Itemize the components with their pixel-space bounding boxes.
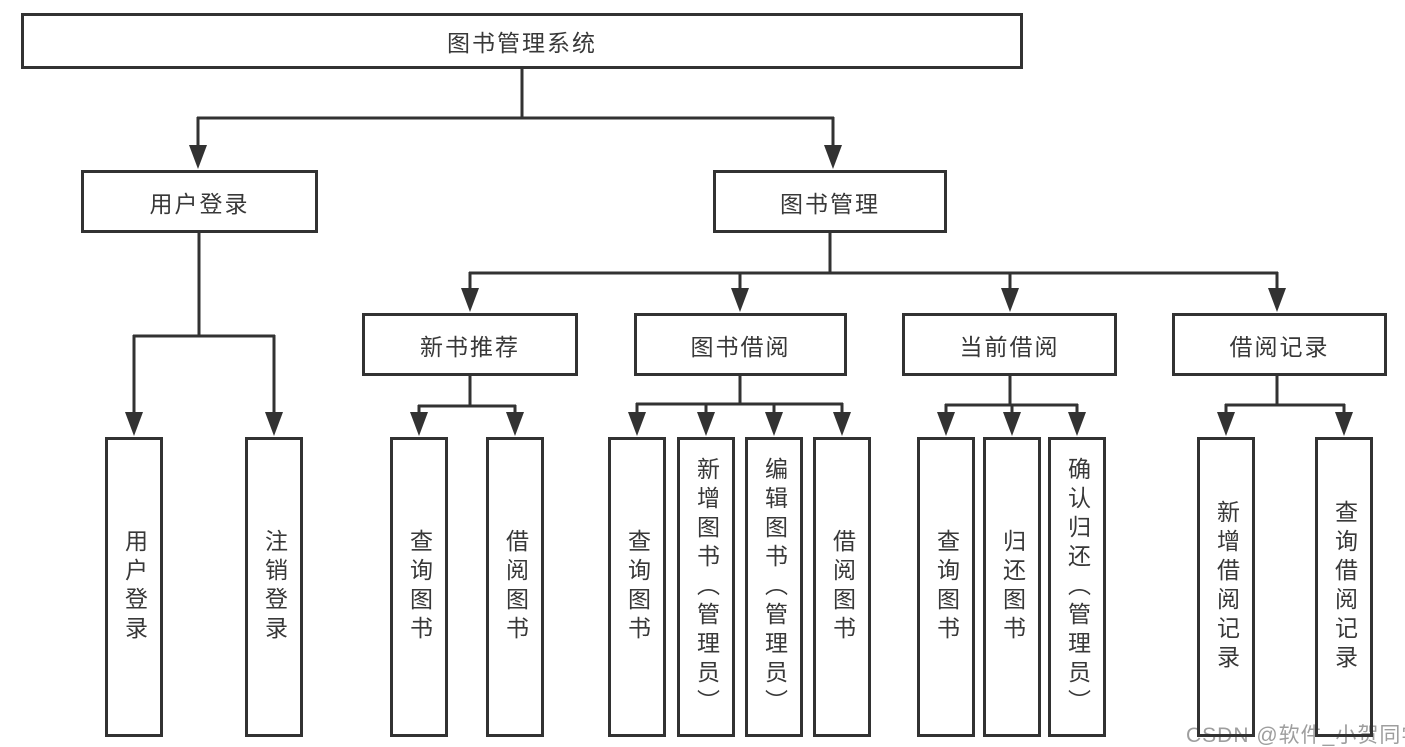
- leaf-user-login: 用户登录: [105, 437, 163, 737]
- leaf-edit-book-admin-label: 编辑图书（管理员）: [761, 456, 788, 718]
- connector-current-borrow-to-leaves: [937, 376, 1086, 436]
- leaf-borrow-books-2-label: 借阅图书: [829, 529, 856, 645]
- leaf-borrow-books-2: 借阅图书: [813, 437, 871, 737]
- node-user-login-label: 用户登录: [149, 190, 250, 217]
- node-current-borrow: 当前借阅: [902, 313, 1117, 376]
- connector-book-borrow-to-leaves: [628, 376, 851, 436]
- leaf-logout: 注销登录: [245, 437, 303, 737]
- node-book-mgmt-label: 图书管理: [780, 190, 880, 217]
- connector-new-books-to-leaves: [410, 376, 524, 436]
- node-new-books-label: 新书推荐: [420, 333, 520, 360]
- node-borrow-records: 借阅记录: [1172, 313, 1387, 376]
- leaf-return-book-label: 归还图书: [999, 529, 1026, 645]
- leaf-query-books-2-label: 查询图书: [624, 529, 651, 645]
- leaf-return-book: 归还图书: [983, 437, 1041, 737]
- leaf-add-book-admin-label: 新增图书（管理员）: [693, 456, 720, 718]
- leaf-query-books-3: 查询图书: [917, 437, 975, 737]
- node-root: 图书管理系统: [21, 13, 1023, 69]
- node-book-mgmt: 图书管理: [713, 170, 947, 233]
- watermark: CSDN @软件_小贺同学: [1186, 724, 1405, 747]
- node-book-borrow-label: 图书借阅: [690, 333, 791, 360]
- leaf-query-borrow-record: 查询借阅记录: [1315, 437, 1373, 737]
- leaf-user-login-label: 用户登录: [121, 529, 148, 645]
- leaf-query-books-1: 查询图书: [390, 437, 448, 737]
- node-root-label: 图书管理系统: [447, 30, 597, 56]
- leaf-logout-label: 注销登录: [261, 529, 288, 645]
- node-current-borrow-label: 当前借阅: [959, 333, 1060, 360]
- leaf-query-borrow-record-label: 查询借阅记录: [1331, 500, 1358, 674]
- leaf-confirm-return-admin-label: 确认归还（管理员）: [1064, 456, 1091, 718]
- node-book-borrow: 图书借阅: [634, 313, 847, 376]
- leaf-edit-book-admin: 编辑图书（管理员）: [745, 437, 803, 737]
- leaf-add-borrow-record-label: 新增借阅记录: [1213, 500, 1240, 674]
- connector-user-login-to-leaves: [125, 233, 283, 436]
- leaf-add-book-admin: 新增图书（管理员）: [677, 437, 735, 737]
- leaf-query-books-2: 查询图书: [608, 437, 666, 737]
- node-new-books: 新书推荐: [362, 313, 578, 376]
- leaf-add-borrow-record: 新增借阅记录: [1197, 437, 1255, 737]
- node-borrow-records-label: 借阅记录: [1229, 333, 1330, 360]
- connector-book-mgmt-to-level3: [461, 233, 1286, 312]
- leaf-query-books-1-label: 查询图书: [406, 529, 433, 645]
- leaf-confirm-return-admin: 确认归还（管理员）: [1048, 437, 1106, 737]
- node-user-login: 用户登录: [81, 170, 318, 233]
- connector-root-to-level2: [189, 69, 842, 169]
- leaf-borrow-books-1: 借阅图书: [486, 437, 544, 737]
- leaf-borrow-books-1-label: 借阅图书: [502, 529, 529, 645]
- connector-borrow-records-to-leaves: [1217, 376, 1353, 436]
- leaf-query-books-3-label: 查询图书: [933, 529, 960, 645]
